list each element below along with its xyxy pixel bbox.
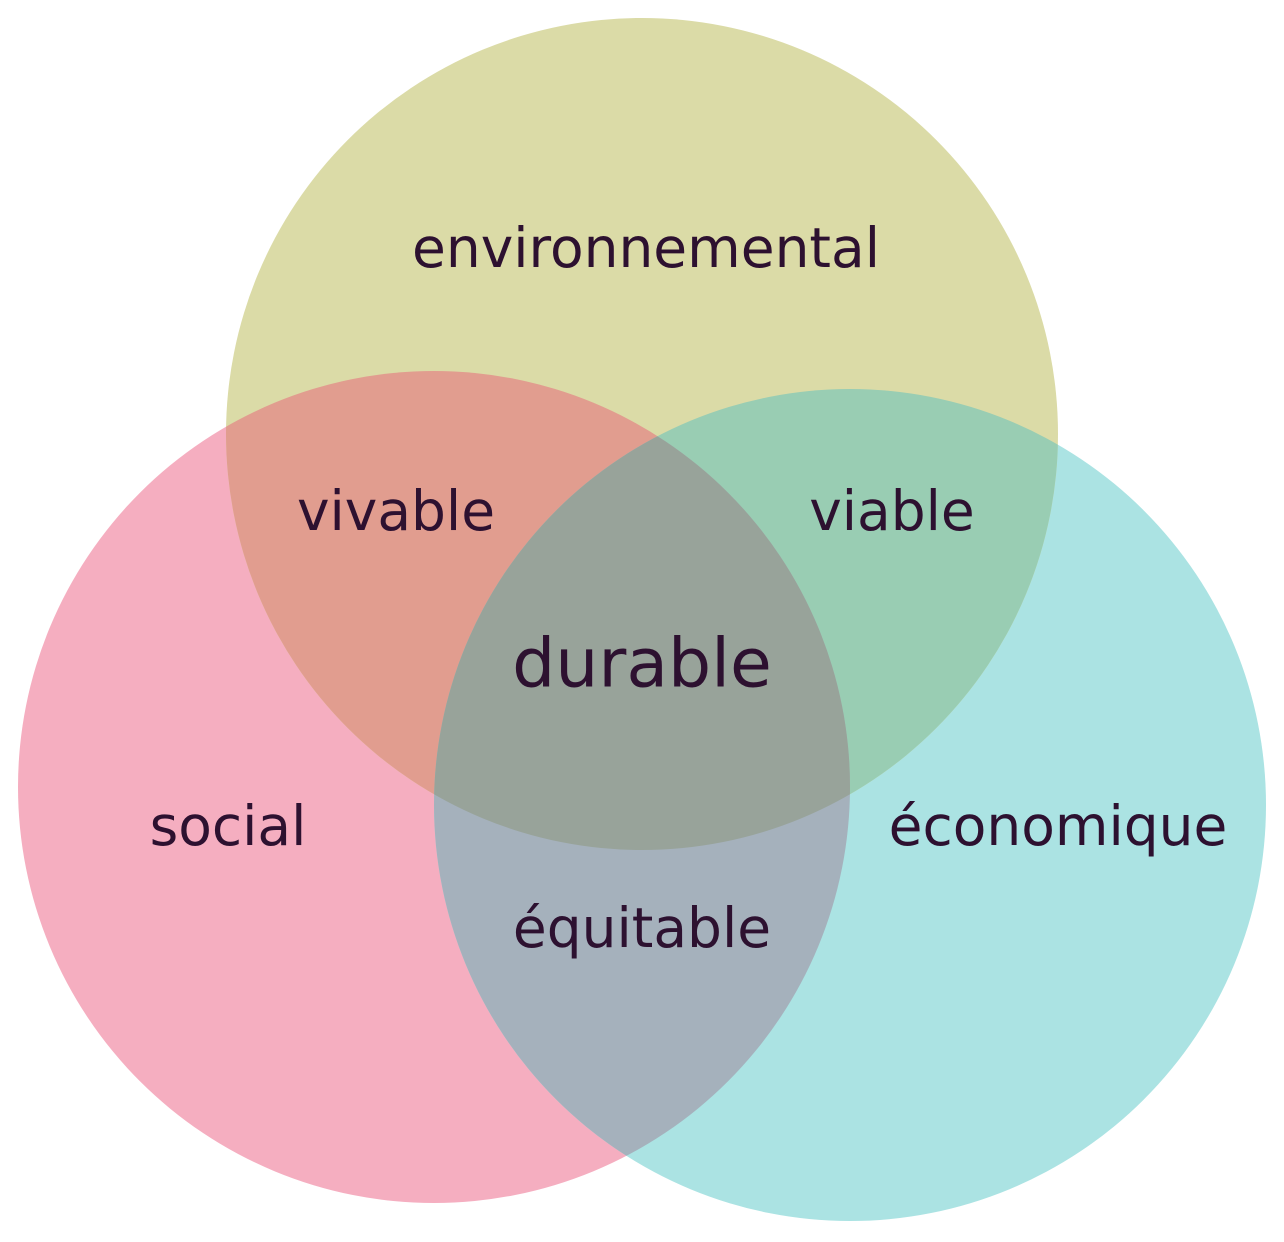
label-economic: économique	[889, 794, 1228, 858]
label-all: durable	[512, 625, 772, 704]
label-environment-economic: viable	[809, 479, 975, 543]
label-social-economic: équitable	[513, 896, 771, 960]
label-social: social	[150, 794, 307, 858]
label-environment: environnemental	[412, 216, 880, 280]
overlap-all	[434, 389, 850, 850]
label-environment-social: vivable	[297, 479, 495, 543]
